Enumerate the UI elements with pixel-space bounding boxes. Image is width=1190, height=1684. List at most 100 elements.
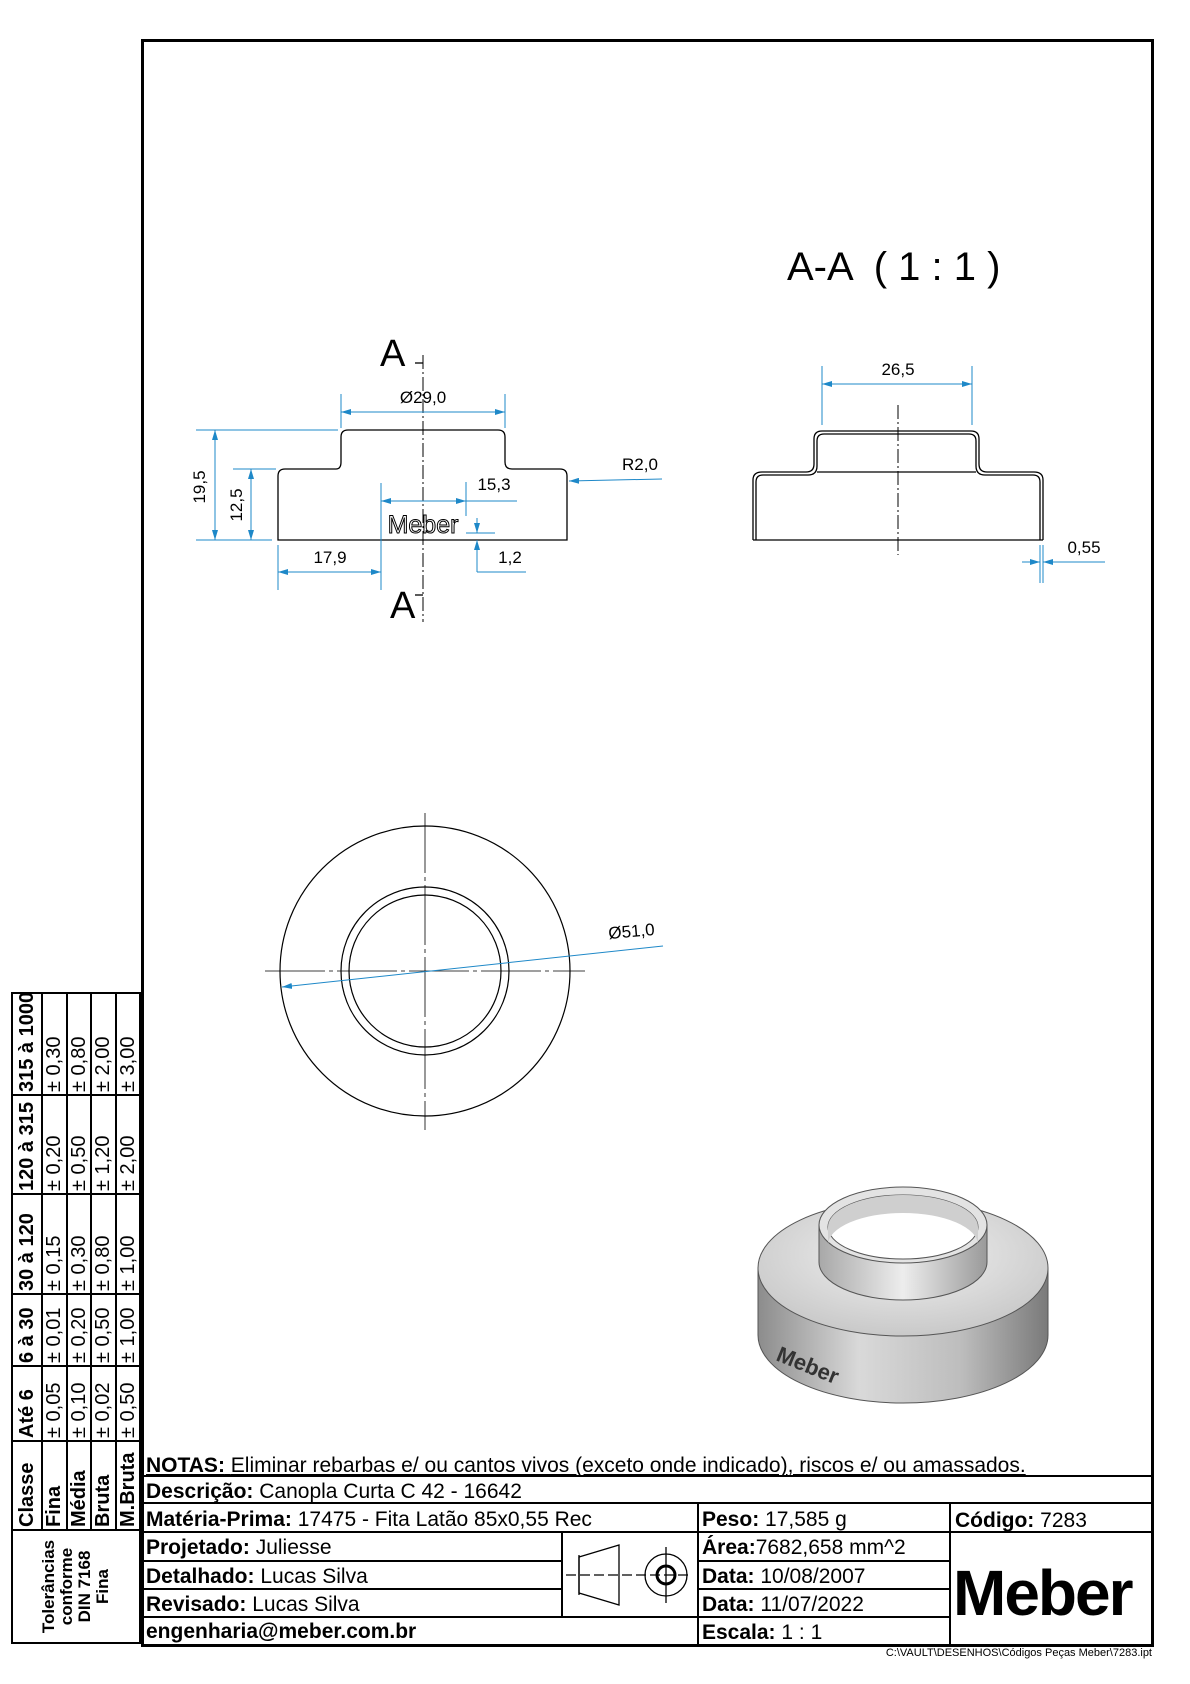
section-title: A-A ( 1 : 1 ) [787, 245, 1000, 289]
detalhado-label: Detalhado: [146, 1565, 255, 1588]
revisado-label: Revisado: [146, 1593, 247, 1616]
cell: ± 3,00 [115, 993, 140, 1095]
section-marker-bottom: A [390, 585, 416, 627]
divider [141, 1616, 949, 1618]
front-dimensions [196, 394, 663, 590]
data2-label: Data: [702, 1593, 755, 1616]
codigo: Código: 7283 [955, 1510, 1087, 1531]
file-path: C:\VAULT\DESENHOS\Códigos Peças Meber\72… [885, 1647, 1152, 1659]
dim-logo-pos: 15,3 [477, 475, 510, 494]
codigo-label: Código: [955, 1509, 1035, 1532]
descricao: Descrição: Canopla Curta C 42 - 16642 [146, 1481, 522, 1502]
dim-outer-dia-line [281, 945, 664, 989]
cell: ± 0,50 [115, 1366, 140, 1441]
header-cell: 315 à 1000 [12, 992, 42, 1095]
dim-radius: R2,0 [622, 455, 658, 474]
dim-logo-depth: 1,2 [498, 548, 522, 567]
dim-logo-offset: 17,9 [313, 548, 346, 567]
cell: ± 0,10 [66, 1366, 91, 1441]
tolerance-table: Tolerâncias conforme DIN 7168 Fina Class… [11, 992, 141, 1644]
section-view [752, 405, 1044, 555]
dim-inner-width: 26,5 [881, 360, 914, 379]
materia-value: 17475 - Fita Latão 85x0,55 Rec [297, 1508, 592, 1531]
cell: ± 0,20 [66, 1294, 91, 1366]
cell: ± 0,80 [66, 993, 91, 1095]
area-label: Área: [702, 1536, 756, 1559]
projetado: Projetado: Juliesse [146, 1537, 332, 1558]
detalhado-value: Lucas Silva [260, 1565, 368, 1588]
header-cell: 30 à 120 [12, 1194, 42, 1294]
email: engenharia@meber.com.br [146, 1620, 417, 1643]
divider [141, 1502, 1151, 1504]
cell: ± 2,00 [91, 993, 116, 1095]
cell: ± 0,80 [91, 1194, 116, 1294]
row-label: M.Bruta [115, 1441, 140, 1530]
revisado: Revisado: Lucas Silva [146, 1594, 360, 1615]
cell: ± 0,01 [42, 1294, 67, 1366]
notes-text: Eliminar rebarbas e/ ou cantos vivos (ex… [230, 1454, 1026, 1477]
data2-value: 11/07/2022 [760, 1593, 864, 1616]
cell: ± 0,30 [42, 993, 67, 1095]
meber-logo: Meber [953, 1557, 1133, 1629]
cell: ± 2,00 [115, 1095, 140, 1194]
area: Área:7682,658 mm^2 [702, 1537, 906, 1558]
divider [697, 1560, 949, 1562]
cell: ± 0,20 [42, 1095, 67, 1194]
dim-height-total: 19,5 [190, 470, 209, 503]
materia-label: Matéria-Prima: [146, 1508, 292, 1531]
area-value: 7682,658 mm^2 [755, 1536, 906, 1559]
cell: ± 0,15 [42, 1194, 67, 1294]
data-revisao: Data: 11/07/2022 [702, 1594, 864, 1615]
header-cell: 120 à 315 [12, 1095, 42, 1194]
row-label: Média [66, 1441, 91, 1530]
escala: Escala: 1 : 1 [702, 1622, 822, 1643]
cell: ± 1,00 [115, 1294, 140, 1366]
descricao-value: Canopla Curta C 42 - 16642 [259, 1480, 522, 1503]
side-label-line: conforme [57, 1547, 77, 1626]
detalhado: Detalhado: Lucas Silva [146, 1566, 368, 1587]
side-label-line: Tolerâncias [39, 1539, 59, 1634]
codigo-value: 7283 [1040, 1509, 1087, 1532]
divider [561, 1531, 563, 1617]
cell: ± 0,30 [66, 1194, 91, 1294]
escala-value: 1 : 1 [781, 1621, 823, 1644]
iso-view [757, 1186, 1049, 1404]
cell: ± 1,20 [91, 1095, 116, 1194]
divider [141, 1588, 561, 1590]
cell: ± 0,50 [91, 1294, 116, 1366]
projetado-value: Juliesse [255, 1536, 332, 1559]
row-label: Bruta [91, 1441, 116, 1530]
tolerance-standard-label: Tolerâncias conforme DIN 7168 Fina [12, 1530, 140, 1643]
notes: NOTAS: Eliminar rebarbas e/ ou cantos vi… [146, 1455, 1026, 1476]
data-criacao: Data: 10/08/2007 [702, 1566, 865, 1587]
divider [697, 1502, 699, 1644]
divider [141, 1560, 561, 1562]
projection-symbol-icon [566, 1544, 691, 1606]
data1-value: 10/08/2007 [760, 1565, 866, 1588]
header-cell: Até 6 [12, 1366, 42, 1441]
descricao-label: Descrição: [146, 1480, 254, 1503]
cell: ± 0,50 [66, 1095, 91, 1194]
projetado-label: Projetado: [146, 1536, 250, 1559]
side-label-line: Fina [92, 1569, 112, 1604]
divider [141, 1531, 1151, 1533]
cell: ± 1,00 [115, 1194, 140, 1294]
peso-label: Peso: [702, 1508, 760, 1531]
cell: ± 0,05 [42, 1366, 67, 1441]
dim-height-flange: 12,5 [227, 488, 246, 521]
header-cell: 6 à 30 [12, 1294, 42, 1366]
front-view [277, 355, 568, 622]
row-label: Fina [42, 1441, 67, 1530]
divider [949, 1502, 951, 1644]
peso: Peso: 17,585 g [702, 1509, 847, 1530]
dim-dia-top: Ø29,0 [400, 388, 446, 407]
cell: ± 0,02 [91, 1366, 116, 1441]
escala-label: Escala: [702, 1621, 776, 1644]
drawing-frame [141, 39, 1154, 1647]
section-marker-top: A [380, 333, 406, 375]
header-cell: Classe [12, 1441, 42, 1530]
section-dimensions [821, 366, 1105, 583]
embossed-logo: Meber [388, 511, 459, 539]
side-label-line: DIN 7168 [75, 1550, 94, 1623]
